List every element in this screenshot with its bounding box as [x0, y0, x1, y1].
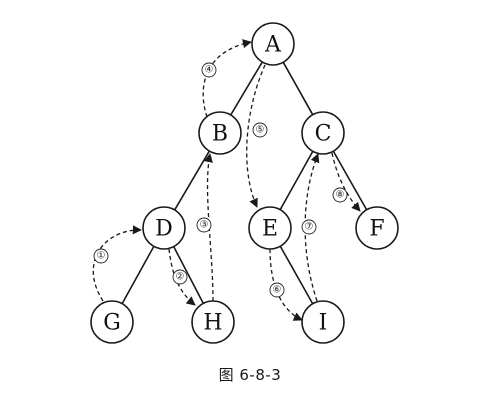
- node-label: E: [262, 217, 278, 242]
- thread-step-label: ③: [196, 217, 212, 233]
- node-circle: [248, 206, 292, 250]
- node-label: A: [264, 33, 282, 58]
- tree-node-i: I: [301, 300, 345, 344]
- node-circle: [142, 206, 186, 250]
- step-number: ⑤: [256, 125, 265, 136]
- edge-b-d: [173, 150, 211, 211]
- thread-step-label: ⑤: [252, 122, 268, 138]
- thread-step-labels: ① ② ③ ④ ⑤ ⑥ ⑦ ⑧: [93, 62, 348, 298]
- tree-node-c: C: [301, 111, 345, 155]
- thread-arrow-g-to-d: [92, 225, 142, 302]
- node-label: C: [315, 122, 332, 147]
- step-badge: [269, 282, 285, 298]
- node-circle: [251, 22, 295, 66]
- thread-step-label: ⑧: [332, 187, 348, 203]
- edge-d-g: [121, 245, 155, 305]
- edge-e-i: [279, 245, 314, 305]
- edge-c-f: [332, 150, 368, 211]
- thread-step-label: ⑦: [301, 219, 317, 235]
- figure-caption: 图 6-8-3: [218, 366, 282, 384]
- node-label: D: [155, 217, 173, 242]
- thread-arrow-c-to-f: [331, 152, 361, 212]
- tree-node-d: D: [142, 206, 186, 250]
- edge-c-e: [279, 150, 314, 211]
- tree-node-h: H: [191, 300, 235, 344]
- node-circle: [301, 300, 345, 344]
- step-badge: [172, 269, 188, 285]
- thread-step-label: ①: [93, 248, 109, 264]
- node-label: F: [369, 217, 384, 242]
- node-circle: [198, 111, 242, 155]
- tree-edges: [121, 61, 368, 305]
- thread-step-label: ②: [172, 269, 188, 285]
- node-label: I: [319, 311, 328, 336]
- node-circle: [355, 206, 399, 250]
- step-number: ⑥: [273, 285, 282, 296]
- step-badge: [301, 219, 317, 235]
- thread-step-label: ⑥: [269, 282, 285, 298]
- tree-node-f: F: [355, 206, 399, 250]
- tree-nodes: A B C D E F G H I: [90, 22, 399, 344]
- node-label: G: [103, 311, 121, 336]
- node-circle: [191, 300, 235, 344]
- thread-arrow-a-to-e: [246, 64, 266, 208]
- node-label: H: [203, 311, 222, 336]
- step-badge: [196, 217, 212, 233]
- thread-step-label: ④: [201, 62, 217, 78]
- step-badge: [332, 187, 348, 203]
- step-badge: [201, 62, 217, 78]
- step-number: ⑧: [336, 190, 345, 201]
- step-number: ④: [205, 65, 214, 76]
- thread-arrow-d-to-h: [168, 248, 196, 306]
- edge-a-b: [230, 61, 263, 116]
- node-circle: [90, 300, 134, 344]
- thread-arrow-b-to-a: [202, 39, 252, 118]
- step-number: ①: [97, 251, 106, 262]
- thread-arrows: [92, 39, 361, 321]
- tree-node-e: E: [248, 206, 292, 250]
- step-badge: [93, 248, 109, 264]
- step-number: ②: [176, 272, 185, 283]
- node-circle: [301, 111, 345, 155]
- edge-d-h: [172, 246, 205, 304]
- step-number: ③: [200, 220, 209, 231]
- node-label: B: [212, 122, 228, 147]
- tree-node-g: G: [90, 300, 134, 344]
- edge-a-c: [282, 61, 314, 116]
- step-number: ⑦: [305, 222, 314, 233]
- tree-node-b: B: [198, 111, 242, 155]
- step-badge: [252, 122, 268, 138]
- tree-node-a: A: [251, 22, 295, 66]
